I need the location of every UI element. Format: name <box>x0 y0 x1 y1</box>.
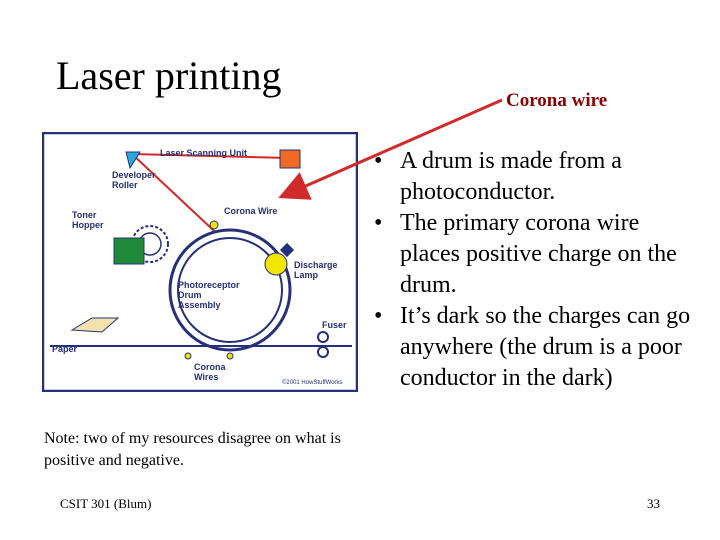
diagram-svg: Laser Scanning Unit Developer Roller Ton… <box>42 132 358 392</box>
bullet-item: • A drum is made from a photoconductor. <box>364 146 694 208</box>
bullet-dot-icon: • <box>374 148 383 174</box>
label-laser-unit: Laser Scanning Unit <box>160 148 247 158</box>
bullet-text: A drum is made from a photoconductor. <box>400 148 622 205</box>
discharge-lamp <box>264 252 288 276</box>
slide-note: Note: two of my resources disagree on wh… <box>44 430 341 469</box>
bullet-dot-icon: • <box>374 303 383 329</box>
label-discharge-1: Discharge <box>294 260 338 270</box>
slide-title: Laser printing <box>56 53 282 98</box>
mirror-icon <box>125 151 141 170</box>
corona-wire-bottom-right <box>226 352 234 360</box>
bullet-text: The primary corona wire places positive … <box>400 210 677 298</box>
label-drum-1: Photoreceptor <box>178 280 240 290</box>
label-toner-1: Toner <box>72 210 97 220</box>
laser-beam <box>131 153 289 159</box>
bullet-dot-icon: • <box>374 210 383 236</box>
label-paper: Paper <box>52 344 78 354</box>
label-corona-wires-2: Wires <box>194 372 218 382</box>
label-corona-wire: Corona Wire <box>224 206 277 216</box>
label-corona-wires-1: Corona <box>194 362 226 372</box>
page-number: 33 <box>647 496 660 511</box>
label-discharge-2: Lamp <box>294 270 319 280</box>
laser-printer-diagram: Laser Scanning Unit Developer Roller Ton… <box>42 132 358 392</box>
footer-course: CSIT 301 (Blum) <box>60 496 152 511</box>
drum-inner <box>177 237 283 343</box>
label-toner-2: Hopper <box>72 220 104 230</box>
label-developer-2: Roller <box>112 180 138 190</box>
corona-wire-callout: Corona wire <box>506 90 608 111</box>
corona-wire-bottom-left <box>184 352 192 360</box>
label-drum-2: Drum <box>178 290 202 300</box>
label-drum-3: Assembly <box>178 300 221 310</box>
fuser-roller-bottom <box>317 346 329 358</box>
discharge-lamp-cap <box>279 242 295 258</box>
corona-wire-dot <box>209 220 219 230</box>
toner-hopper <box>113 237 145 265</box>
bullet-item: • It’s dark so the charges can go anywhe… <box>364 301 694 394</box>
bullet-text: It’s dark so the charges can go anywhere… <box>400 303 691 391</box>
label-developer-1: Developer <box>112 170 156 180</box>
paper-sheet <box>70 317 120 333</box>
fuser-roller-top <box>317 331 329 343</box>
bullet-item: • The primary corona wire places positiv… <box>364 208 694 301</box>
label-copyright: ©2001 HowStuffWorks <box>282 379 343 386</box>
label-fuser: Fuser <box>322 320 347 330</box>
laser-unit-icon <box>279 149 301 169</box>
bullet-list: • A drum is made from a photoconductor. … <box>364 146 694 394</box>
